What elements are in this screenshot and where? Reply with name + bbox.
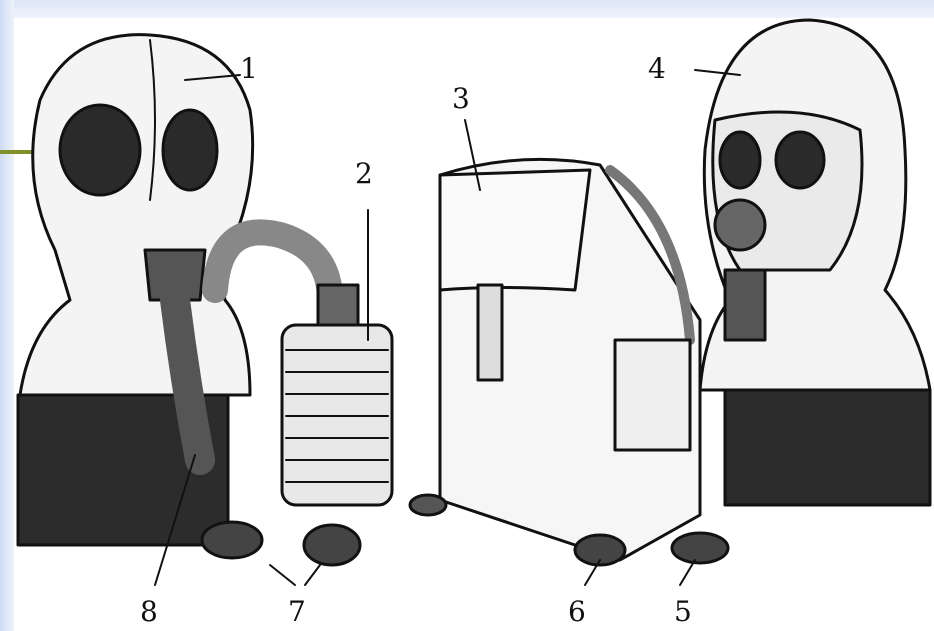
bag-strap <box>478 285 502 380</box>
spare-part-5 <box>672 533 728 563</box>
filter-canister <box>282 285 392 505</box>
right-mask-valve <box>715 200 765 250</box>
right-mask-bust <box>700 20 930 505</box>
bag-flap <box>440 170 590 290</box>
right-mask-eyepiece <box>776 132 824 188</box>
label-5: 5 <box>674 598 692 626</box>
bag-side-pocket <box>615 340 690 450</box>
label-6: 6 <box>568 598 586 626</box>
leader-5 <box>680 560 695 585</box>
label-1: 1 <box>240 55 258 83</box>
leader-7a <box>270 565 295 585</box>
hose-upper <box>215 232 330 300</box>
spare-part-small <box>410 495 446 515</box>
right-mask-connector <box>725 270 765 340</box>
left-mask-head <box>20 35 253 395</box>
left-mask-eyepiece <box>163 110 217 190</box>
right-mask-eyepiece <box>720 132 760 188</box>
right-bust-base <box>725 390 930 505</box>
label-4: 4 <box>648 55 666 83</box>
spare-part-7b <box>304 525 360 565</box>
label-7: 7 <box>288 598 306 626</box>
spare-part-7a <box>202 522 262 558</box>
label-8: 8 <box>140 598 158 626</box>
canister-neck <box>318 285 358 325</box>
label-3: 3 <box>452 85 470 113</box>
label-2: 2 <box>355 160 373 188</box>
carry-bag <box>440 159 700 560</box>
left-mask-eyepiece <box>60 105 140 195</box>
leader-7b <box>305 565 320 585</box>
